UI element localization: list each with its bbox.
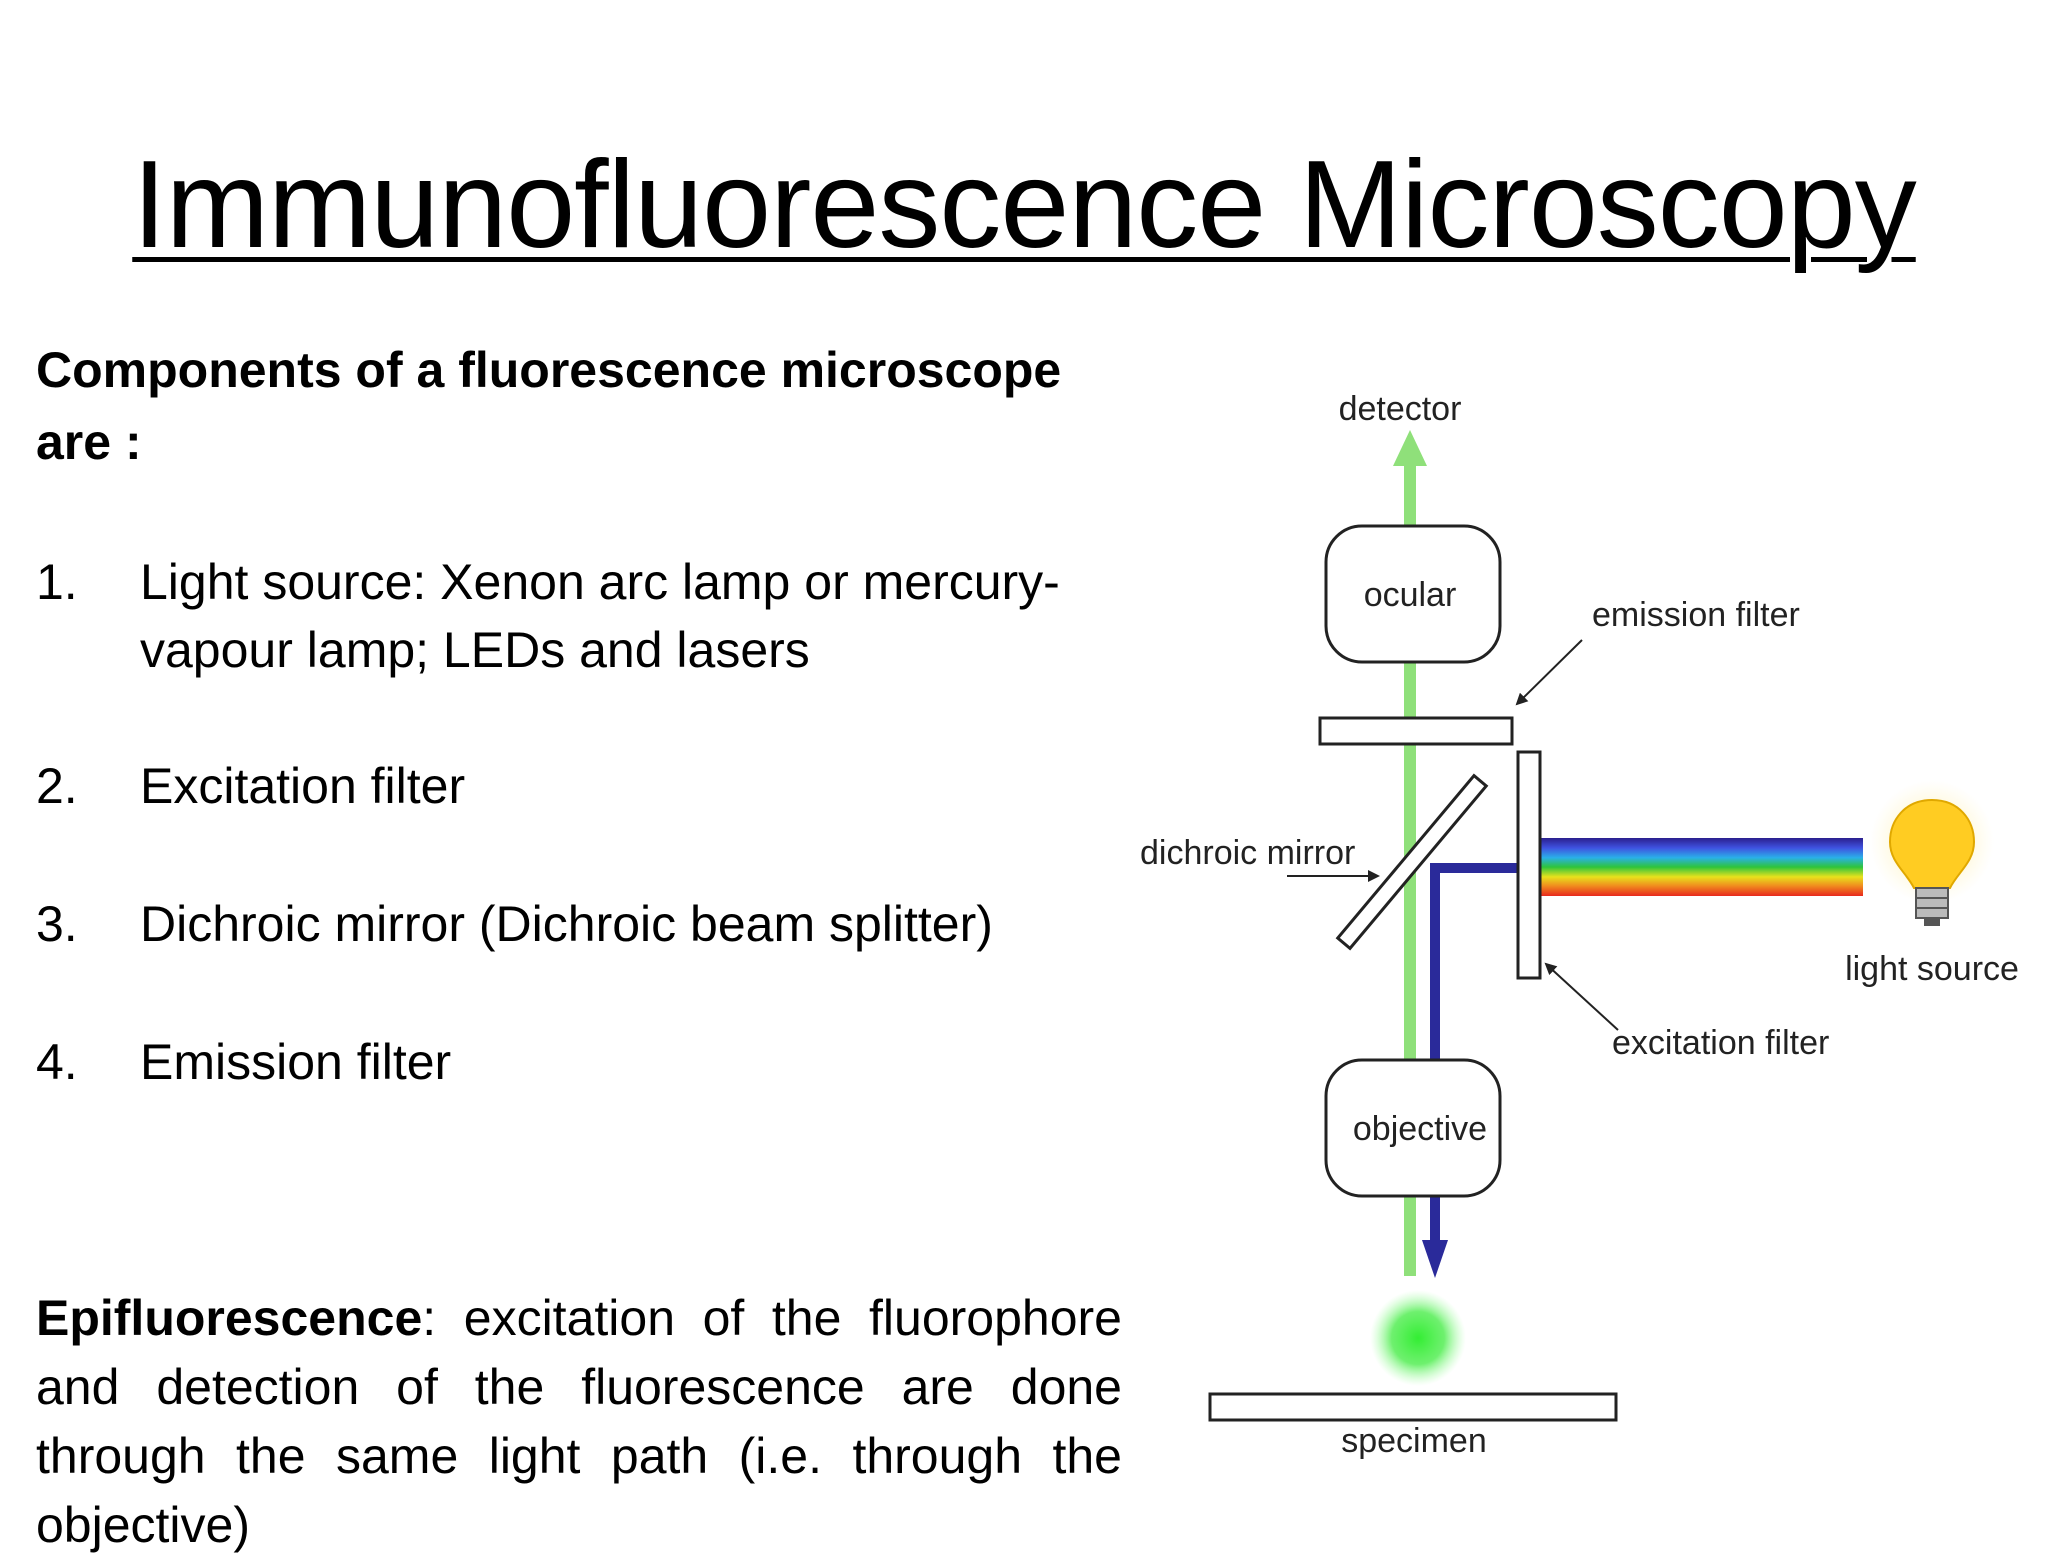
objective-label: objective <box>1353 1110 1487 1148</box>
excitation-filter-pointer <box>1544 962 1619 1031</box>
emission-filter-label: emission filter <box>1592 596 1800 634</box>
specimen-label: specimen <box>1341 1422 1487 1460</box>
light-bulb-icon <box>1870 780 1994 926</box>
components-heading-line-1: Components of a fluorescence microscope <box>36 342 1062 398</box>
excitation-filter-label: excitation filter <box>1612 1024 1829 1062</box>
dichroic-mirror <box>1335 773 1489 951</box>
dichroic-mirror-label: dichroic mirror <box>1140 834 1355 872</box>
components-heading-line-2: are : <box>36 414 142 470</box>
list-item-text: Light source: Xenon arc lamp or mercury- <box>140 554 1060 610</box>
excitation-arrow-icon <box>1422 1240 1448 1278</box>
specimen-slide <box>1208 1392 1618 1422</box>
list-item-text: Excitation filter <box>140 758 466 814</box>
list-item-number: 2. <box>36 758 78 814</box>
list-item-text-continued: vapour lamp; LEDs and lasers <box>140 622 810 678</box>
list-item-number: 4. <box>36 1034 78 1090</box>
epifluorescence-definition: : excitation of the fluorophore and dete… <box>36 1290 1122 1553</box>
light-source-spectrum <box>1535 838 1863 896</box>
slide-title: Immunofluorescence Microscopy <box>0 140 2048 270</box>
slide-title-text: Immunofluorescence Microscopy <box>132 136 1916 274</box>
emission-filter <box>1318 716 1514 746</box>
list-item-number: 3. <box>36 896 78 952</box>
list-item-number: 1. <box>36 554 78 610</box>
detector-label: detector <box>1339 390 1462 428</box>
epifluorescence-term: Epifluorescence <box>36 1290 423 1346</box>
light-source-label: light source <box>1845 950 2019 988</box>
components-heading: Components of a fluorescence microscope … <box>36 334 1136 478</box>
emission-filter-pointer <box>1515 639 1583 706</box>
objective-lens <box>1324 1058 1502 1198</box>
list-item-text: Dichroic mirror (Dichroic beam splitter) <box>140 896 993 952</box>
detector-arrow-icon <box>1393 430 1427 466</box>
epifluorescence-paragraph: Epifluorescence: excitation of the fluor… <box>36 1284 1122 1560</box>
ocular-label: ocular <box>1364 576 1457 614</box>
ocular-lens <box>1324 524 1502 664</box>
excitation-filter <box>1516 750 1542 980</box>
list-item-text: Emission filter <box>140 1034 452 1090</box>
fluorescence-glow <box>1370 1290 1466 1386</box>
